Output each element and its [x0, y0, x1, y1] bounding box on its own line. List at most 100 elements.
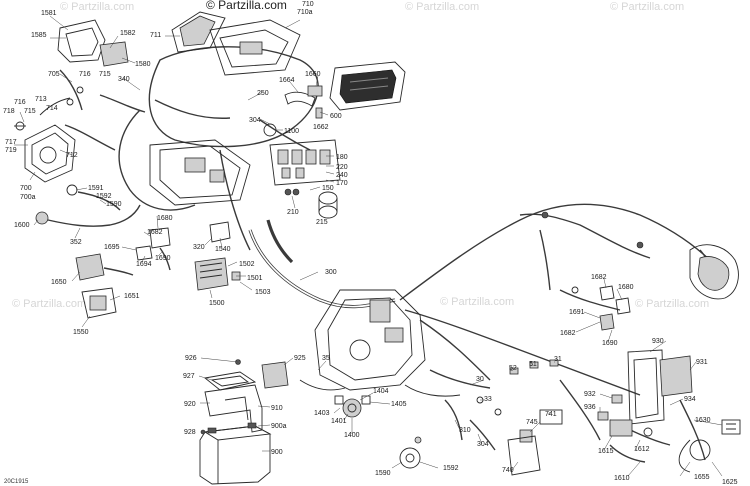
- callout-180: 180: [336, 154, 348, 161]
- callout-716: 716: [14, 99, 26, 106]
- callout-1651: 1651: [124, 293, 140, 300]
- callout-1690: 1690: [155, 255, 171, 262]
- callout-931: 931: [696, 359, 708, 366]
- callout-700a: 700a: [20, 194, 36, 201]
- callout-1660: 1660: [305, 71, 321, 78]
- callout-936: 936: [584, 404, 596, 411]
- callout-320: 320: [193, 244, 205, 251]
- callout-1664: 1664: [279, 77, 295, 84]
- callout-304: 304: [249, 117, 261, 124]
- callout-1501: 1501: [247, 275, 263, 282]
- callout-1582: 1582: [120, 30, 136, 37]
- bottom-center-components: [334, 369, 502, 469]
- main-harness: [64, 46, 723, 461]
- watermark: © Partzilla.com: [610, 1, 684, 13]
- callout-712: 712: [66, 152, 78, 159]
- callout-1690: 1690: [602, 340, 618, 347]
- callout-705: 705: [48, 71, 60, 78]
- callout-150: 150: [322, 185, 334, 192]
- callout-928: 928: [184, 429, 196, 436]
- watermark: © Partzilla.com: [12, 298, 86, 310]
- callout-1630: 1630: [695, 417, 711, 424]
- callout-1691: 1691: [569, 309, 585, 316]
- callout-741: 741: [545, 411, 557, 418]
- callout-1580: 1580: [135, 61, 151, 68]
- callout-927: 927: [183, 373, 195, 380]
- callout-30: 30: [476, 376, 484, 383]
- callout-1404: 1404: [373, 388, 389, 395]
- callout-310: 310: [459, 427, 471, 434]
- left-components: [14, 69, 241, 319]
- frame-icon: [314, 289, 426, 391]
- callout-1592: 1592: [96, 193, 112, 200]
- callout-600: 600: [330, 113, 342, 120]
- callout-716: 716: [79, 71, 91, 78]
- callout-1655: 1655: [694, 474, 710, 481]
- callout-713: 713: [35, 96, 47, 103]
- callout-304: 304: [477, 441, 489, 448]
- callout-1590: 1590: [106, 201, 122, 208]
- instrument-cluster-icon: [329, 61, 406, 111]
- callout-1592: 1592: [443, 465, 459, 472]
- callout-170: 170: [336, 180, 348, 187]
- callout-1682: 1682: [560, 330, 576, 337]
- leader-lines: [14, 15, 723, 477]
- callout-35: 35: [322, 355, 330, 362]
- callout-1540: 1540: [215, 246, 231, 253]
- callout-930: 930: [652, 338, 664, 345]
- battery-icon: [199, 425, 271, 485]
- callout-240: 240: [336, 172, 348, 179]
- callout-250: 250: [257, 90, 269, 97]
- callout-labels: 1581 1585 1582 1580 711 710 710a 705 716…: [3, 1, 738, 486]
- watermark: © Partzilla.com: [405, 1, 479, 13]
- callout-717: 717: [5, 139, 17, 146]
- callout-710: 710: [302, 1, 314, 8]
- callout-215: 215: [316, 219, 328, 226]
- callout-1500: 1500: [209, 300, 225, 307]
- callout-1403: 1403: [314, 410, 330, 417]
- callout-920: 920: [184, 401, 196, 408]
- callout-1680: 1680: [618, 284, 634, 291]
- callout-1503: 1503: [255, 289, 271, 296]
- watermark: © Partzilla.com: [60, 1, 134, 13]
- right-components: [507, 211, 741, 476]
- callout-710a: 710a: [297, 9, 313, 16]
- callout-51: 51: [529, 361, 537, 368]
- callout-1615: 1615: [598, 448, 614, 455]
- callout-1581: 1581: [41, 10, 57, 17]
- callout-1550: 1550: [73, 329, 89, 336]
- callout-1100: 1100: [284, 128, 299, 135]
- callout-1650: 1650: [51, 279, 67, 286]
- callout-1680: 1680: [157, 215, 173, 222]
- callout-932: 932: [584, 391, 596, 398]
- callout-1694: 1694: [136, 261, 152, 268]
- callout-926: 926: [185, 355, 197, 362]
- callout-934: 934: [684, 396, 696, 403]
- callout-1610: 1610: [614, 475, 630, 482]
- callout-1585: 1585: [31, 32, 47, 39]
- callout-714: 714: [46, 105, 58, 112]
- callout-740: 740: [502, 467, 514, 474]
- callout-715: 715: [99, 71, 111, 78]
- callout-1612: 1612: [634, 446, 650, 453]
- diagram-code: 20C1915: [4, 479, 29, 485]
- callout-33: 33: [484, 396, 492, 403]
- callout-900a: 900a: [271, 423, 287, 430]
- callout-1625: 1625: [722, 479, 738, 486]
- callout-910: 910: [271, 405, 283, 412]
- callout-900: 900: [271, 449, 283, 456]
- callout-1682: 1682: [147, 229, 163, 236]
- callout-715: 715: [24, 108, 36, 115]
- callout-719: 719: [5, 147, 17, 154]
- upper-left-components: [57, 11, 341, 219]
- callout-1401: 1401: [331, 418, 347, 425]
- battery-group: [199, 359, 289, 485]
- callout-52: 52: [509, 365, 517, 372]
- callout-925: 925: [294, 355, 306, 362]
- callout-1682: 1682: [591, 274, 607, 281]
- callout-1400: 1400: [344, 432, 360, 439]
- watermark: © Partzilla.com: [440, 296, 514, 308]
- callout-220: 220: [336, 164, 348, 171]
- watermark-top: © Partzilla.com: [206, 0, 287, 12]
